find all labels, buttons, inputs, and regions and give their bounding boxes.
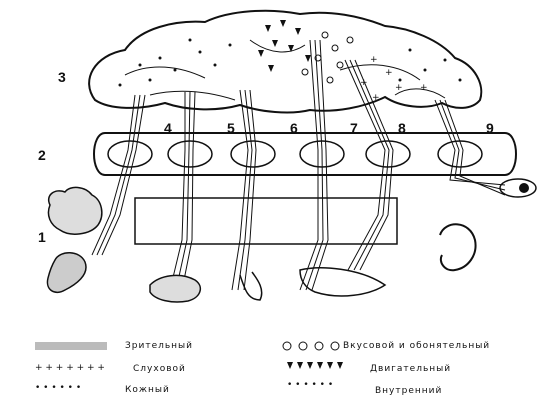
label-6: 6 (290, 120, 298, 136)
svg-text:• • • • • •: • • • • • • (35, 383, 81, 393)
eye-organ (499, 178, 537, 198)
label-2: 2 (38, 147, 46, 163)
svg-text:+: + (370, 55, 378, 65)
nose-organ (239, 271, 263, 301)
label-8: 8 (398, 120, 406, 136)
legend-internal: Внутренний (375, 386, 443, 396)
label-7: 7 (350, 120, 358, 136)
svg-text:+: + (360, 78, 368, 88)
legend-motor: Двигательный (370, 364, 452, 374)
legend-taste-smell: Вкусовой и обонятельный (343, 341, 491, 351)
svg-text:• • • • • •: • • • • • • (287, 380, 333, 390)
svg-text:+: + (395, 83, 403, 93)
spinal-box (134, 197, 398, 245)
legend-visual: Зрительный (125, 341, 194, 351)
cortex-neuron-marks (118, 20, 462, 87)
legend-auditory: Слуховой (133, 364, 186, 374)
muscle-organ (299, 267, 387, 297)
legend-skin: Кожный (125, 385, 170, 395)
nerve-fiber-bundles (91, 39, 506, 291)
brain-cortex (88, 9, 483, 114)
intestine-organ (46, 252, 87, 294)
svg-text:+: + (420, 83, 428, 93)
svg-text:+ + + + + + +: + + + + + + + (35, 363, 105, 373)
svg-text:+: + (372, 93, 380, 103)
tongue-organ (149, 274, 202, 303)
label-5: 5 (227, 120, 235, 136)
subcortical-tube (92, 132, 518, 176)
svg-text:+: + (385, 68, 393, 78)
label-1: 1 (38, 229, 46, 245)
legend-symbols: + + + + + + + • • • • • • • • • • • • (35, 341, 343, 393)
heart-organ (47, 186, 103, 235)
ear-organ (439, 223, 477, 272)
label-9: 9 (486, 120, 494, 136)
label-3: 3 (58, 69, 66, 85)
label-4: 4 (164, 120, 172, 136)
